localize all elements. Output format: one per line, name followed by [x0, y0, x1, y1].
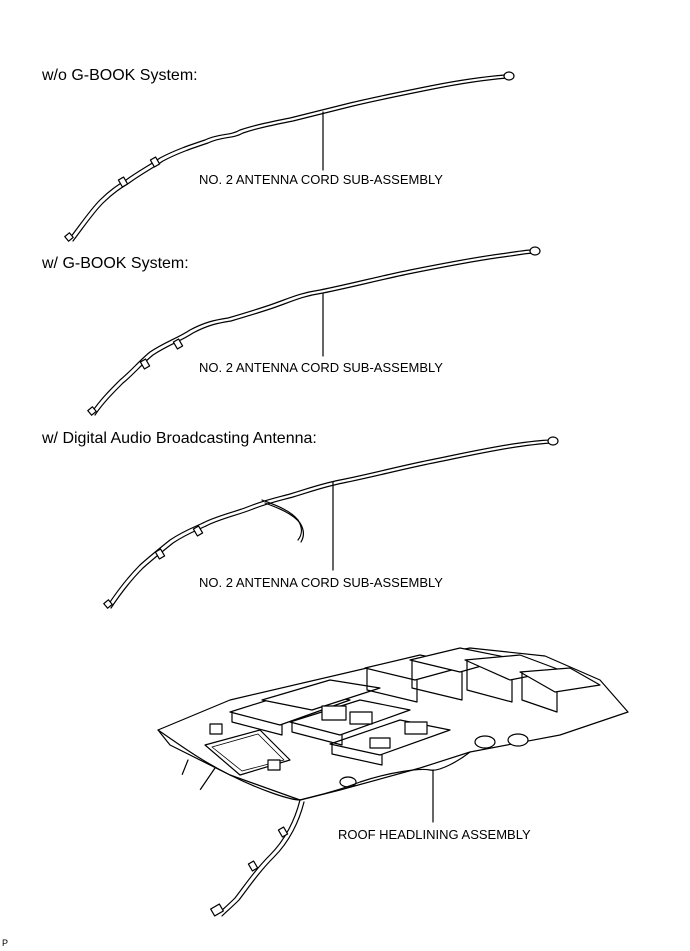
antenna-cord-1 — [64, 71, 515, 242]
roof-headlining-illustration — [157, 647, 629, 917]
antenna-cord-2 — [87, 246, 541, 416]
callout-antenna-cord-3: NO. 2 ANTENNA CORD SUB-ASSEMBLY — [199, 575, 443, 590]
antenna-cord-3 — [103, 436, 559, 609]
section-heading-w-gbook: w/ G-BOOK System: — [42, 255, 189, 272]
section-heading-wo-gbook: w/o G-BOOK System: — [42, 67, 198, 84]
section-heading-w-dab: w/ Digital Audio Broadcasting Antenna: — [42, 430, 317, 447]
corner-code: P — [2, 938, 9, 948]
callout-antenna-cord-1: NO. 2 ANTENNA CORD SUB-ASSEMBLY — [199, 172, 443, 187]
callout-roof-headlining: ROOF HEADLINING ASSEMBLY — [338, 827, 531, 842]
callout-antenna-cord-2: NO. 2 ANTENNA CORD SUB-ASSEMBLY — [199, 360, 443, 375]
